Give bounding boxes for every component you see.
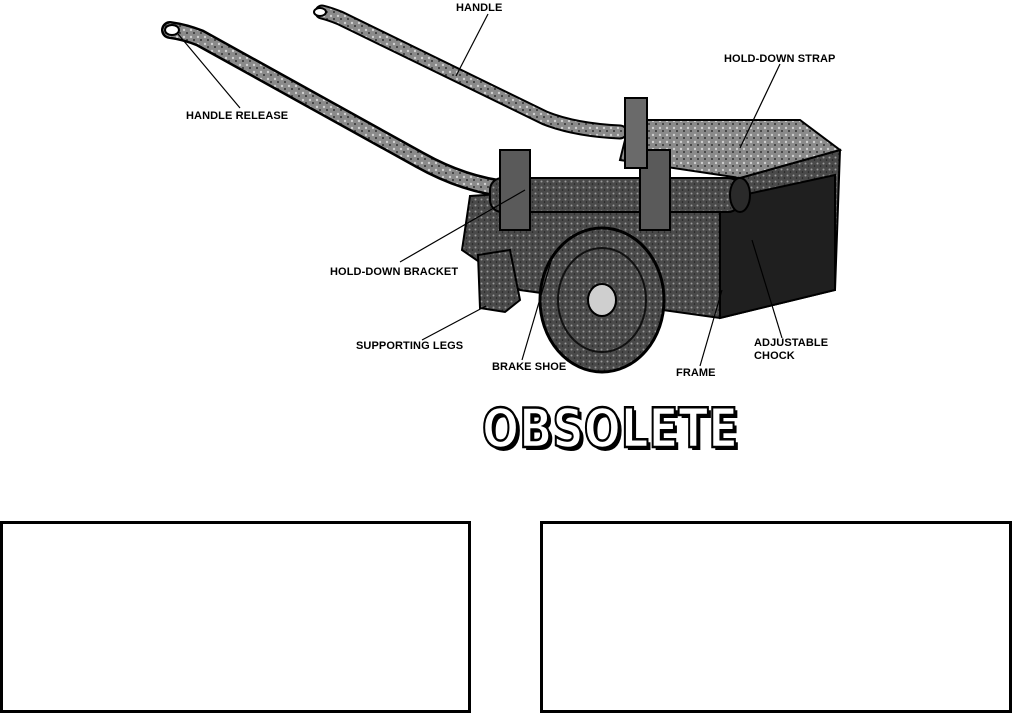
label-handle-release: HANDLE RELEASE <box>186 110 289 122</box>
label-hold-down-strap: HOLD-DOWN STRAP <box>724 53 836 65</box>
blank-box-right <box>540 521 1012 713</box>
blank-box-left <box>0 521 471 713</box>
label-adjustable: ADJUSTABLE <box>754 337 829 349</box>
axle-tube <box>489 177 751 213</box>
obsolete-stamp-text: OBSOLETE <box>482 398 738 456</box>
label-chock: CHOCK <box>754 350 795 362</box>
label-handle: HANDLE <box>456 2 503 14</box>
obsolete-stamp-shadow: OBSOLETE <box>485 400 741 456</box>
label-supporting-legs: SUPPORTING LEGS <box>356 340 464 352</box>
wheel <box>538 226 666 374</box>
supporting-legs <box>476 248 522 314</box>
label-hold-down-bracket: HOLD-DOWN BRACKET <box>330 266 459 278</box>
obsolete-stamp: OBSOLETE OBSOLETE <box>481 398 741 456</box>
leader-lines <box>177 13 783 367</box>
handle-far <box>313 4 628 140</box>
label-brake-shoe: BRAKE SHOE <box>492 361 567 373</box>
label-frame: FRAME <box>676 367 716 379</box>
